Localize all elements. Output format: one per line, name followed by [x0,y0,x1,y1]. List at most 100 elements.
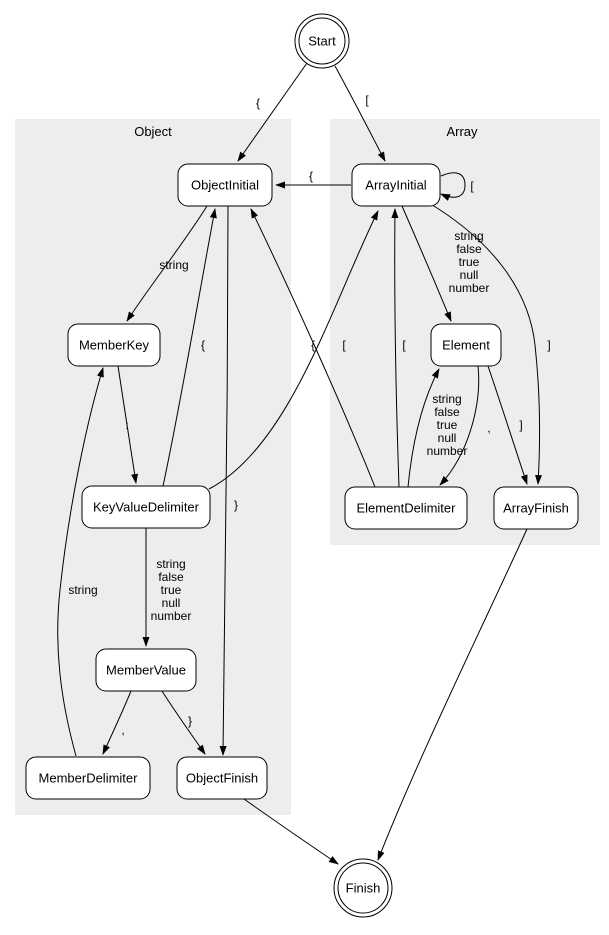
edge-arrow-ObjectFinish-Finish [243,798,339,865]
node-KeyValueDelimiter-box [81,485,211,529]
node-Finish-label: Finish [346,881,381,896]
edge-label-Element-ElementDelimiter: , [487,421,490,435]
edge-MemberDelimiter-MemberKey: string [57,367,104,757]
edge-Element-ElementDelimiter: , [439,365,491,486]
edge-Start-ArrayInitial: [ [334,65,386,162]
edge-KeyValueDelimiter-ObjectInitial: { [162,208,217,487]
node-ElementDelimiter-label: ElementDelimiter [357,501,457,516]
node-KeyValueDelimiter-label: KeyValueDelimiter [93,500,200,515]
node-MemberDelimiter: MemberDelimiter [25,756,151,800]
edge-arrow-Element-ArrayFinish [487,365,528,485]
edge-ObjectInitial-MemberKey: string [126,205,208,322]
node-Finish: Finish [333,858,393,918]
edge-label-ObjectInitial-MemberKey: string [159,258,188,272]
edge-ElementDelimiter-ObjectInitial: { [250,208,376,488]
edge-MemberValue-MemberDelimiter: , [102,690,132,755]
node-Start: Start [294,13,350,69]
edge-label-MemberDelimiter-MemberKey: string [68,583,97,597]
edge-label-ElementDelimiter-ObjectInitial: { [311,338,315,352]
node-MemberKey: MemberKey [67,323,161,367]
node-ElementDelimiter: ElementDelimiter [344,486,468,530]
edge-arrow-ArrayFinish-Finish [377,528,528,861]
edge-arrow-ArrayInitial-ArrayInitial [440,172,466,201]
edge-label-MemberKey-KeyValueDelimiter: : [125,418,128,432]
node-MemberDelimiter-label: MemberDelimiter [39,771,139,786]
edge-MemberKey-KeyValueDelimiter: : [117,365,139,484]
edge-label-MemberValue-ObjectFinish: } [188,714,192,728]
node-Element: Element [430,323,502,367]
node-Element-box [430,323,502,367]
edge-arrow-ArrayInitial-Element [401,205,452,322]
edge-arrow-ArrayInitial-ArrayFinish [428,202,543,485]
edge-label-ArrayInitial-ArrayInitial: [ [470,179,474,193]
node-ArrayFinish-box [493,486,579,530]
edge-ArrayFinish-Finish [377,528,528,861]
edge-KeyValueDelimiter-ArrayInitial: [ [208,210,379,490]
edge-arrow-Start-ArrayInitial [334,65,386,162]
node-MemberValue: MemberValue [95,648,197,692]
edge-label-KeyValueDelimiter-ObjectInitial: { [201,338,205,352]
edge-label-ArrayInitial-ArrayFinish: ] [547,338,550,352]
clusters-layer: Object Array [15,119,600,815]
node-ArrayInitial-label: ArrayInitial [365,178,427,193]
node-MemberKey-box [67,323,161,367]
edge-Element-ArrayFinish: ] [487,365,528,485]
node-MemberKey-label: MemberKey [79,338,150,353]
edge-arrow-ElementDelimiter-ObjectInitial [250,208,376,488]
edge-arrow-ElementDelimiter-Element [407,368,440,488]
edge-label-Start-ArrayInitial: [ [365,93,369,107]
edge-label-Start-ObjectInitial: { [256,96,260,110]
node-ObjectFinish: ObjectFinish [176,756,268,800]
node-Element-label: Element [442,338,490,353]
edge-label-MemberValue-MemberDelimiter: , [121,723,124,737]
node-KeyValueDelimiter: KeyValueDelimiter [81,485,211,529]
edge-arrow-Start-ObjectInitial [237,62,308,162]
edge-ArrayInitial-ArrayFinish: ] [428,202,551,485]
edge-ObjectFinish-Finish [243,798,339,865]
edge-ElementDelimiter-ArrayInitial: [ [391,208,406,488]
edge-arrow-ObjectInitial-MemberKey [126,205,208,322]
node-Finish-inner-circle [337,862,389,914]
edge-label-Element-ArrayFinish: ] [519,418,522,432]
edge-ArrayInitial-ObjectInitial: { [275,169,352,189]
node-Start-label: Start [308,34,336,49]
edge-MemberValue-ObjectFinish: } [161,690,206,755]
edge-label-ObjectInitial-ObjectFinish: } [234,498,238,512]
edge-label-ArrayInitial-ObjectInitial: { [309,169,313,183]
node-ArrayInitial: ArrayInitial [351,163,441,207]
edge-arrow-MemberValue-MemberDelimiter [102,690,132,755]
edge-Start-ObjectInitial: { [237,62,308,162]
node-ArrayFinish-label: ArrayFinish [503,501,569,516]
cluster-object-label: Object [134,124,172,139]
cluster-array-label: Array [446,124,478,139]
edge-label-ElementDelimiter-ArrayInitial: [ [402,338,406,352]
node-ObjectInitial-box [177,163,273,207]
edge-arrow-ObjectInitial-ObjectFinish [219,205,229,756]
edge-arrow-Element-ElementDelimiter [439,365,480,486]
node-ObjectFinish-label: ObjectFinish [186,771,258,786]
edge-arrow-KeyValueDelimiter-ArrayInitial [208,210,379,490]
node-MemberValue-box [95,648,197,692]
cluster-object-background [15,119,291,815]
edge-arrow-ElementDelimiter-ArrayInitial [391,208,400,488]
node-ObjectInitial-label: ObjectInitial [191,178,259,193]
edge-label-KeyValueDelimiter-ArrayInitial: [ [342,338,346,352]
node-ObjectFinish-box [176,756,268,800]
node-Start-inner-circle [298,17,346,65]
node-MemberDelimiter-box [25,756,151,800]
edge-arrow-MemberKey-KeyValueDelimiter [117,365,139,484]
node-ElementDelimiter-box [344,486,468,530]
node-MemberValue-label: MemberValue [106,663,186,678]
edge-ObjectInitial-ObjectFinish: } [219,205,238,756]
node-ArrayInitial-box [351,163,441,207]
node-ArrayFinish: ArrayFinish [493,486,579,530]
